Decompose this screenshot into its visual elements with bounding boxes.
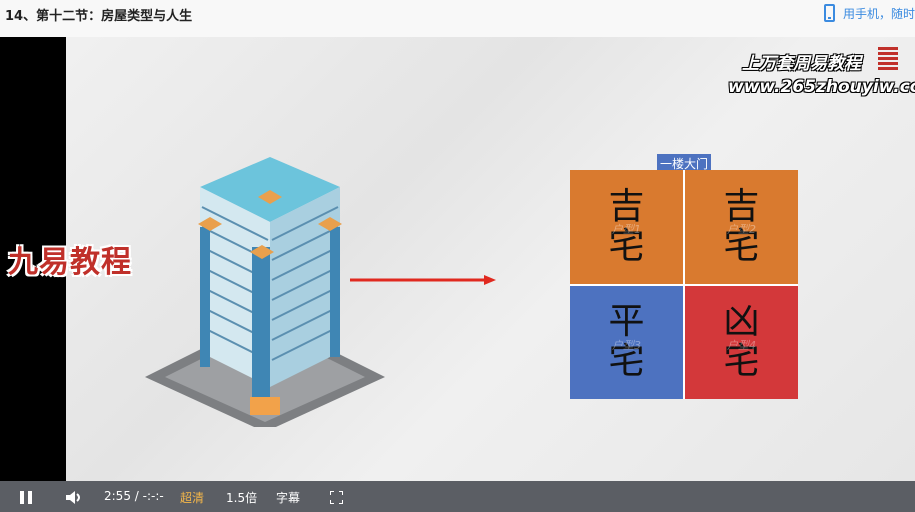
cell-bottom: 宅	[608, 341, 645, 383]
cell-label: 户型4	[727, 338, 756, 352]
mobile-watch-link[interactable]: 用手机，随时	[824, 4, 915, 22]
cell-label: 户型2	[727, 223, 756, 237]
door-label: 一楼大门	[657, 154, 712, 173]
brand-line1: 上万套周易教程	[742, 54, 861, 74]
video-player[interactable]: 九易教程 上万套周易教程 www.265zhouyiw.com 一楼大门 吉宅 …	[0, 37, 915, 481]
house-cell-3: 平宅 户型3	[570, 285, 683, 399]
cell-top: 凶	[723, 301, 760, 343]
house-type-grid: 吉宅 户型1 吉宅 户型2 平宅 户型3 凶宅 户型4	[570, 170, 798, 399]
header: 14、第十二节：房屋类型与人生 用手机，随时	[0, 0, 915, 37]
house-cell-4: 凶宅 户型4	[685, 285, 798, 399]
video-letterbox	[0, 37, 66, 481]
brand-line2: www.265zhouyiw.com	[728, 77, 915, 97]
quality-button[interactable]: 超清	[180, 491, 205, 505]
cell-label: 户型3	[612, 338, 641, 352]
time-display: 2:55 / -:-:-	[104, 489, 164, 503]
fullscreen-icon[interactable]	[330, 491, 343, 504]
cell-label: 户型1	[612, 223, 641, 237]
arrow-icon	[350, 275, 496, 285]
logo-icon	[878, 47, 898, 72]
cell-bottom: 宅	[723, 341, 760, 383]
cell-bottom: 宅	[723, 225, 760, 267]
mobile-text: 用手机，随时	[843, 6, 915, 21]
page-title: 14、第十二节：房屋类型与人生	[5, 9, 193, 24]
pause-button[interactable]	[20, 491, 33, 504]
cell-top: 吉	[608, 185, 645, 227]
cell-top: 平	[608, 301, 645, 343]
volume-icon[interactable]	[66, 490, 84, 505]
phone-icon	[824, 4, 835, 22]
speed-button[interactable]: 1.5倍	[226, 491, 258, 505]
watermark: 九易教程	[8, 245, 132, 280]
building-illustration	[145, 157, 385, 427]
house-cell-1: 吉宅 户型1	[570, 170, 683, 284]
cell-top: 吉	[723, 185, 760, 227]
house-cell-2: 吉宅 户型2	[685, 170, 798, 284]
player-controls: 2:55 / -:-:- 超清 1.5倍 字幕	[0, 481, 915, 512]
cell-bottom: 宅	[608, 225, 645, 267]
subtitle-button[interactable]: 字幕	[276, 491, 301, 505]
